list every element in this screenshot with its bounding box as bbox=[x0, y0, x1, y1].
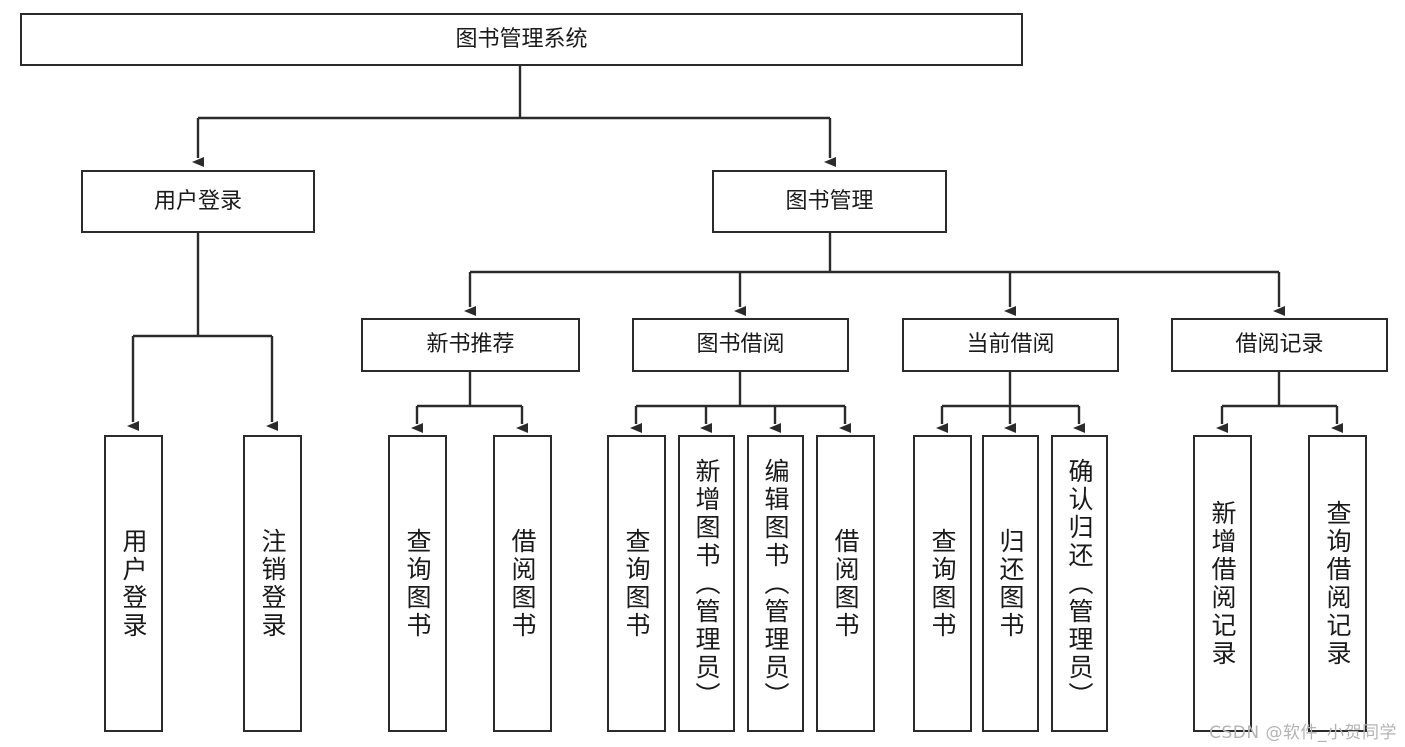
leaf-user-login-logout[interactable]: 注销登录 bbox=[243, 435, 302, 732]
node-label: 新增图书（管理员） bbox=[692, 457, 721, 710]
leaf-book-borrow-add[interactable]: 新增图书（管理员） bbox=[678, 435, 735, 732]
node-label: 查询图书 bbox=[928, 527, 957, 640]
node-label: 借阅记录 bbox=[1235, 332, 1324, 358]
leaf-records-query[interactable]: 查询借阅记录 bbox=[1308, 435, 1367, 732]
node-borrow-records[interactable]: 借阅记录 bbox=[1171, 318, 1388, 372]
node-book-management[interactable]: 图书管理 bbox=[712, 170, 947, 233]
node-label: 查询借阅记录 bbox=[1323, 499, 1352, 668]
node-label: 借阅图书 bbox=[508, 527, 537, 640]
node-label: 图书借阅 bbox=[696, 332, 785, 358]
node-label: 归还图书 bbox=[996, 527, 1025, 640]
leaf-new-books-query[interactable]: 查询图书 bbox=[388, 435, 447, 732]
node-label: 注销登录 bbox=[258, 527, 287, 640]
leaf-current-borrow-query[interactable]: 查询图书 bbox=[913, 435, 972, 732]
node-label: 查询图书 bbox=[403, 527, 432, 640]
node-label: 图书管理系统 bbox=[455, 26, 588, 52]
leaf-book-borrow-edit[interactable]: 编辑图书（管理员） bbox=[747, 435, 804, 732]
csdn-watermark: CSDN @软件_小贺同学 bbox=[1209, 723, 1397, 743]
node-root-system[interactable]: 图书管理系统 bbox=[20, 13, 1023, 66]
node-label: 用户登录 bbox=[153, 188, 242, 214]
leaf-new-books-borrow[interactable]: 借阅图书 bbox=[493, 435, 552, 732]
node-label: 新书推荐 bbox=[426, 332, 515, 358]
leaf-current-borrow-confirm-return[interactable]: 确认归还（管理员） bbox=[1051, 435, 1108, 732]
node-label: 查询图书 bbox=[622, 527, 651, 640]
node-label: 确认归还（管理员） bbox=[1065, 457, 1094, 710]
node-label: 新增借阅记录 bbox=[1208, 499, 1237, 668]
leaf-book-borrow-query[interactable]: 查询图书 bbox=[607, 435, 666, 732]
leaf-current-borrow-return[interactable]: 归还图书 bbox=[982, 435, 1039, 732]
node-label: 借阅图书 bbox=[831, 527, 860, 640]
node-new-book-recommend[interactable]: 新书推荐 bbox=[361, 318, 580, 372]
node-label: 图书管理 bbox=[785, 188, 874, 214]
leaf-records-add[interactable]: 新增借阅记录 bbox=[1193, 435, 1252, 732]
node-label: 用户登录 bbox=[119, 527, 148, 640]
node-book-borrow[interactable]: 图书借阅 bbox=[632, 318, 849, 372]
node-user-login[interactable]: 用户登录 bbox=[81, 170, 315, 233]
node-label: 当前借阅 bbox=[966, 332, 1055, 358]
leaf-user-login-login[interactable]: 用户登录 bbox=[104, 435, 163, 732]
leaf-book-borrow-borrow[interactable]: 借阅图书 bbox=[816, 435, 875, 732]
node-current-borrow[interactable]: 当前借阅 bbox=[902, 318, 1119, 372]
node-label: 编辑图书（管理员） bbox=[761, 457, 790, 710]
